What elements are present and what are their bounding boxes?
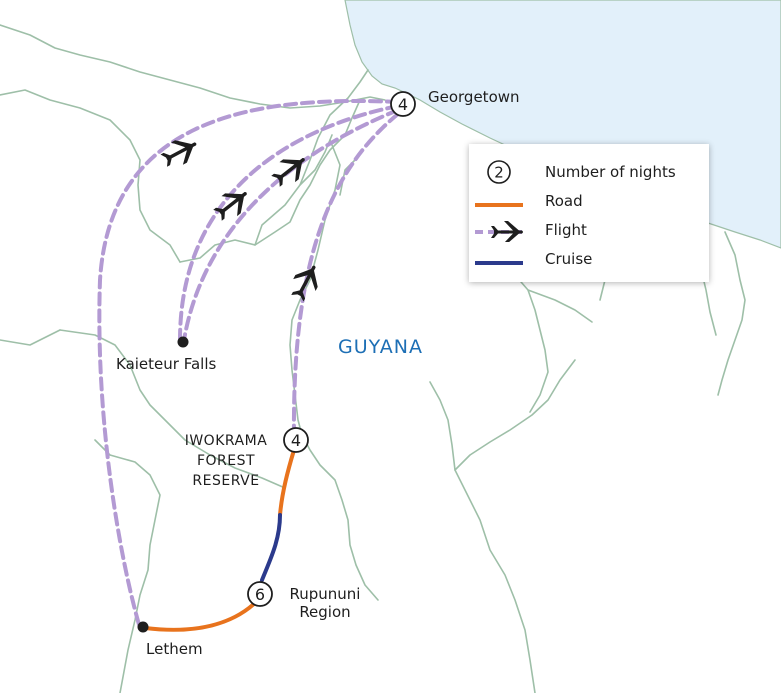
legend-row-nights: 2 Number of nights xyxy=(469,160,709,184)
flight-line-icon xyxy=(475,221,523,242)
legend-row-road: Road xyxy=(469,189,709,213)
map-legend: 2 Number of nights Road Flight Cruise xyxy=(469,144,709,282)
lethem-label: Lethem xyxy=(146,640,203,658)
legend-row-cruise: Cruise xyxy=(469,247,709,271)
country-label: GUYANA xyxy=(338,336,423,358)
rupununi-label-line: Rupununi xyxy=(289,585,361,603)
river xyxy=(0,329,61,346)
iwokrama-label-line: RESERVE xyxy=(192,473,260,489)
river xyxy=(454,359,576,471)
river xyxy=(717,231,746,396)
nights-circle-icon: 2 xyxy=(487,160,511,184)
cruise-line-icon xyxy=(475,261,523,265)
river xyxy=(289,139,379,601)
rupununi-label: Rupununi Region xyxy=(282,585,368,621)
markers: 4 4 6 xyxy=(137,91,416,633)
flight-georgetown-lethem xyxy=(97,98,400,630)
kaieteur-label: Kaieteur Falls xyxy=(116,355,217,373)
iwokrama-nights: 4 xyxy=(291,431,301,450)
iwokrama-label: IWOKRAMA FOREST RESERVE xyxy=(166,431,286,491)
river xyxy=(94,439,161,693)
iwokrama-nights-circle xyxy=(283,427,309,453)
georgetown-nights: 4 xyxy=(398,95,408,114)
legend-flight-label: Flight xyxy=(545,221,587,239)
iwokrama-label-line: FOREST xyxy=(196,453,256,469)
kaieteur-dot xyxy=(177,336,189,348)
river xyxy=(499,259,549,413)
plane-icon xyxy=(213,192,247,221)
road-line-icon xyxy=(475,203,523,207)
river xyxy=(527,289,593,323)
plane-icon xyxy=(291,265,318,302)
flight-routes xyxy=(97,98,400,630)
lethem-dot xyxy=(137,621,149,633)
river xyxy=(299,69,369,186)
river xyxy=(59,329,286,489)
legend-row-flight: Flight xyxy=(469,218,709,242)
georgetown-nights-circle xyxy=(390,91,416,117)
plane-icon xyxy=(271,158,305,187)
river xyxy=(0,89,181,263)
legend-nights-label: Number of nights xyxy=(545,163,676,181)
river xyxy=(429,381,536,693)
plane-icons xyxy=(160,140,318,302)
road-routes xyxy=(143,448,296,632)
rupununi-label-line: Region xyxy=(299,603,351,621)
legend-cruise-label: Cruise xyxy=(545,250,593,268)
cruise-route xyxy=(260,513,282,582)
rupununi-nights-circle xyxy=(247,581,273,607)
road-iwokrama-segment xyxy=(278,448,296,517)
flight-georgetown-iwokrama xyxy=(291,112,400,440)
legend-nights-example: 2 xyxy=(494,164,504,182)
flight-georgetown-kaieteur-b xyxy=(182,108,400,342)
plane-icon xyxy=(160,140,197,167)
georgetown-label: Georgetown xyxy=(428,88,520,106)
flight-georgetown-kaieteur-a xyxy=(178,104,400,342)
river xyxy=(0,24,386,109)
legend-road-label: Road xyxy=(545,192,583,210)
rupununi-nights: 6 xyxy=(255,585,265,604)
road-rupununi-lethem xyxy=(143,596,262,632)
iwokrama-label-line: IWOKRAMA xyxy=(184,433,268,449)
